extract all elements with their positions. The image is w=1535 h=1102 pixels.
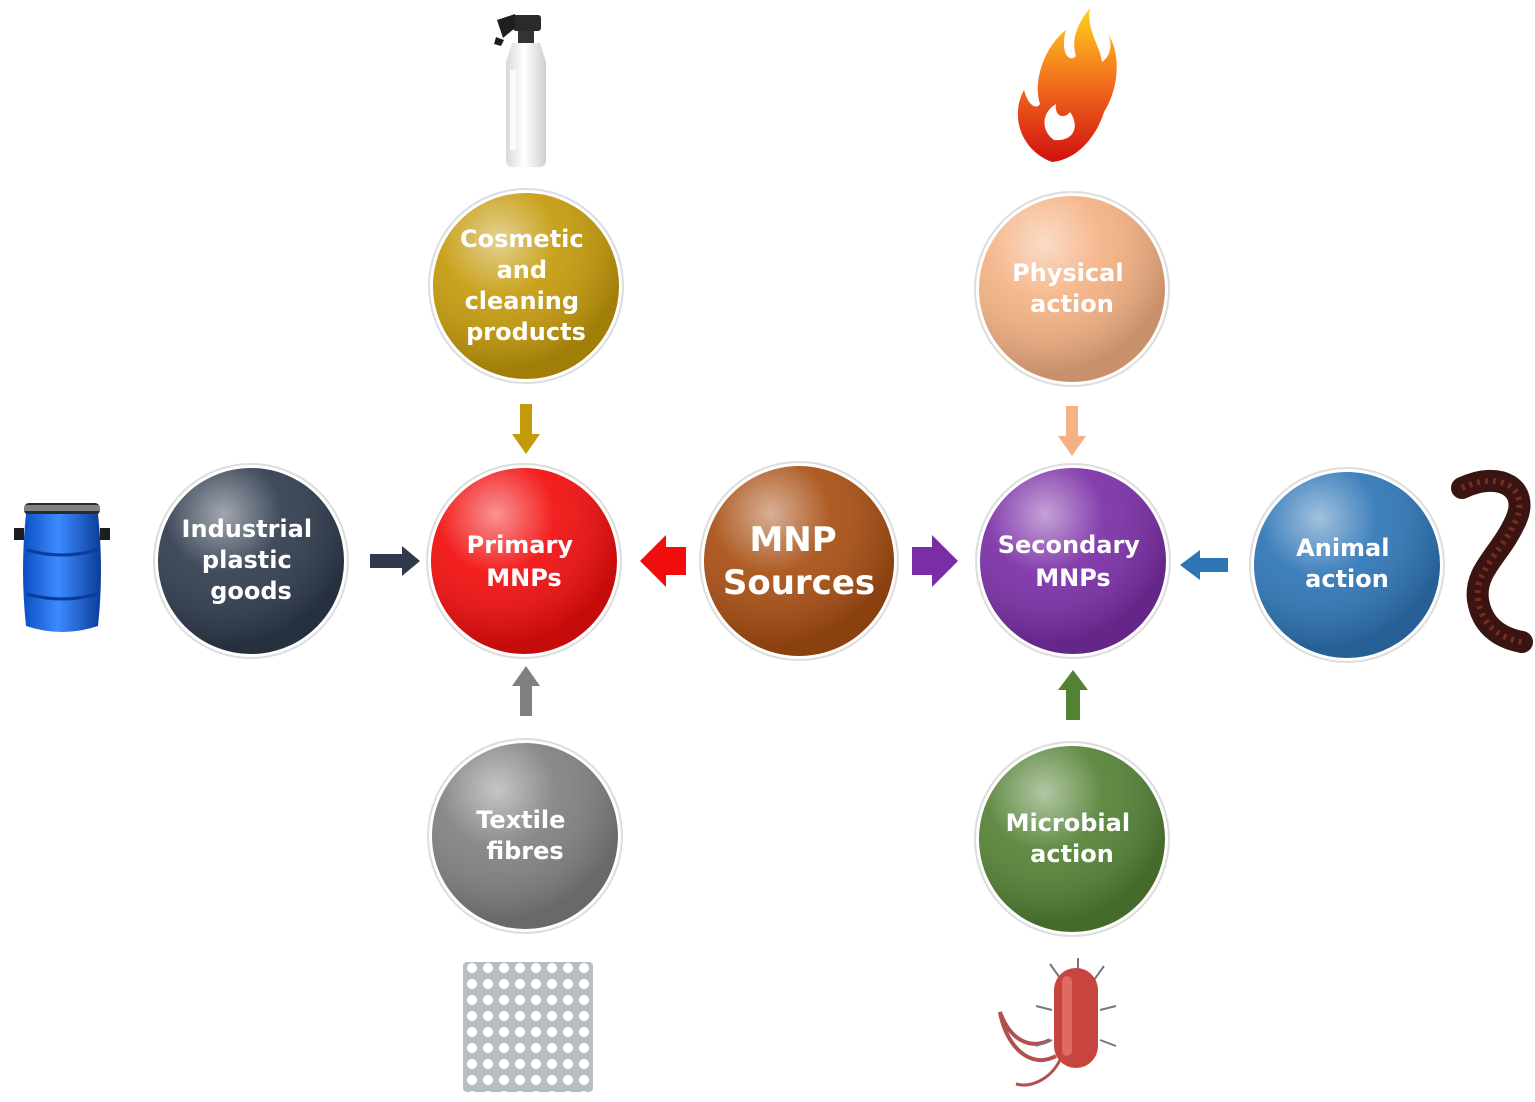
barrel-icon	[14, 503, 110, 632]
node-center-label: MNP Sources	[723, 520, 875, 603]
node-industrial: Industrial plastic goods	[153, 463, 349, 659]
node-center: MNP Sources	[699, 461, 899, 661]
flame-icon	[1017, 8, 1117, 162]
arrow-industrial-to-primary	[370, 546, 420, 576]
node-microbial-label: Microbial action	[1006, 809, 1139, 868]
node-physical: Physical action	[974, 191, 1170, 387]
node-primary-label: Primary MNPs	[467, 531, 582, 592]
mesh-icon	[463, 962, 593, 1092]
node-secondary-label: Secondary MNPs	[998, 531, 1149, 592]
node-physical-label: Physical action	[1012, 259, 1132, 318]
worm-icon	[1451, 469, 1533, 653]
arrow-textile-to-primary	[512, 666, 540, 716]
arrow-center-to-secondary	[912, 535, 958, 587]
node-microbial: Microbial action	[974, 741, 1170, 937]
node-cosmetic-label: Cosmetic and cleaning products	[460, 225, 592, 346]
node-cosmetic: Cosmetic and cleaning products	[428, 188, 624, 384]
node-animal-label: Animal action	[1296, 534, 1398, 593]
node-textile-label: Textile fibres	[476, 806, 574, 865]
arrow-physical-to-secondary	[1058, 406, 1086, 456]
node-industrial-label: Industrial plastic goods	[182, 515, 321, 605]
bacterium-icon	[998, 958, 1117, 1087]
node-secondary: Secondary MNPs	[975, 463, 1171, 659]
arrow-animal-to-secondary	[1180, 550, 1228, 580]
node-animal: Animal action	[1249, 467, 1445, 663]
arrow-center-to-primary	[640, 535, 686, 587]
arrow-cosmetic-to-primary	[512, 404, 540, 454]
node-textile: Textile fibres	[427, 738, 623, 934]
spray-bottle-icon	[494, 14, 546, 167]
node-primary: Primary MNPs	[426, 463, 622, 659]
arrow-microbial-to-secondary	[1058, 670, 1088, 720]
